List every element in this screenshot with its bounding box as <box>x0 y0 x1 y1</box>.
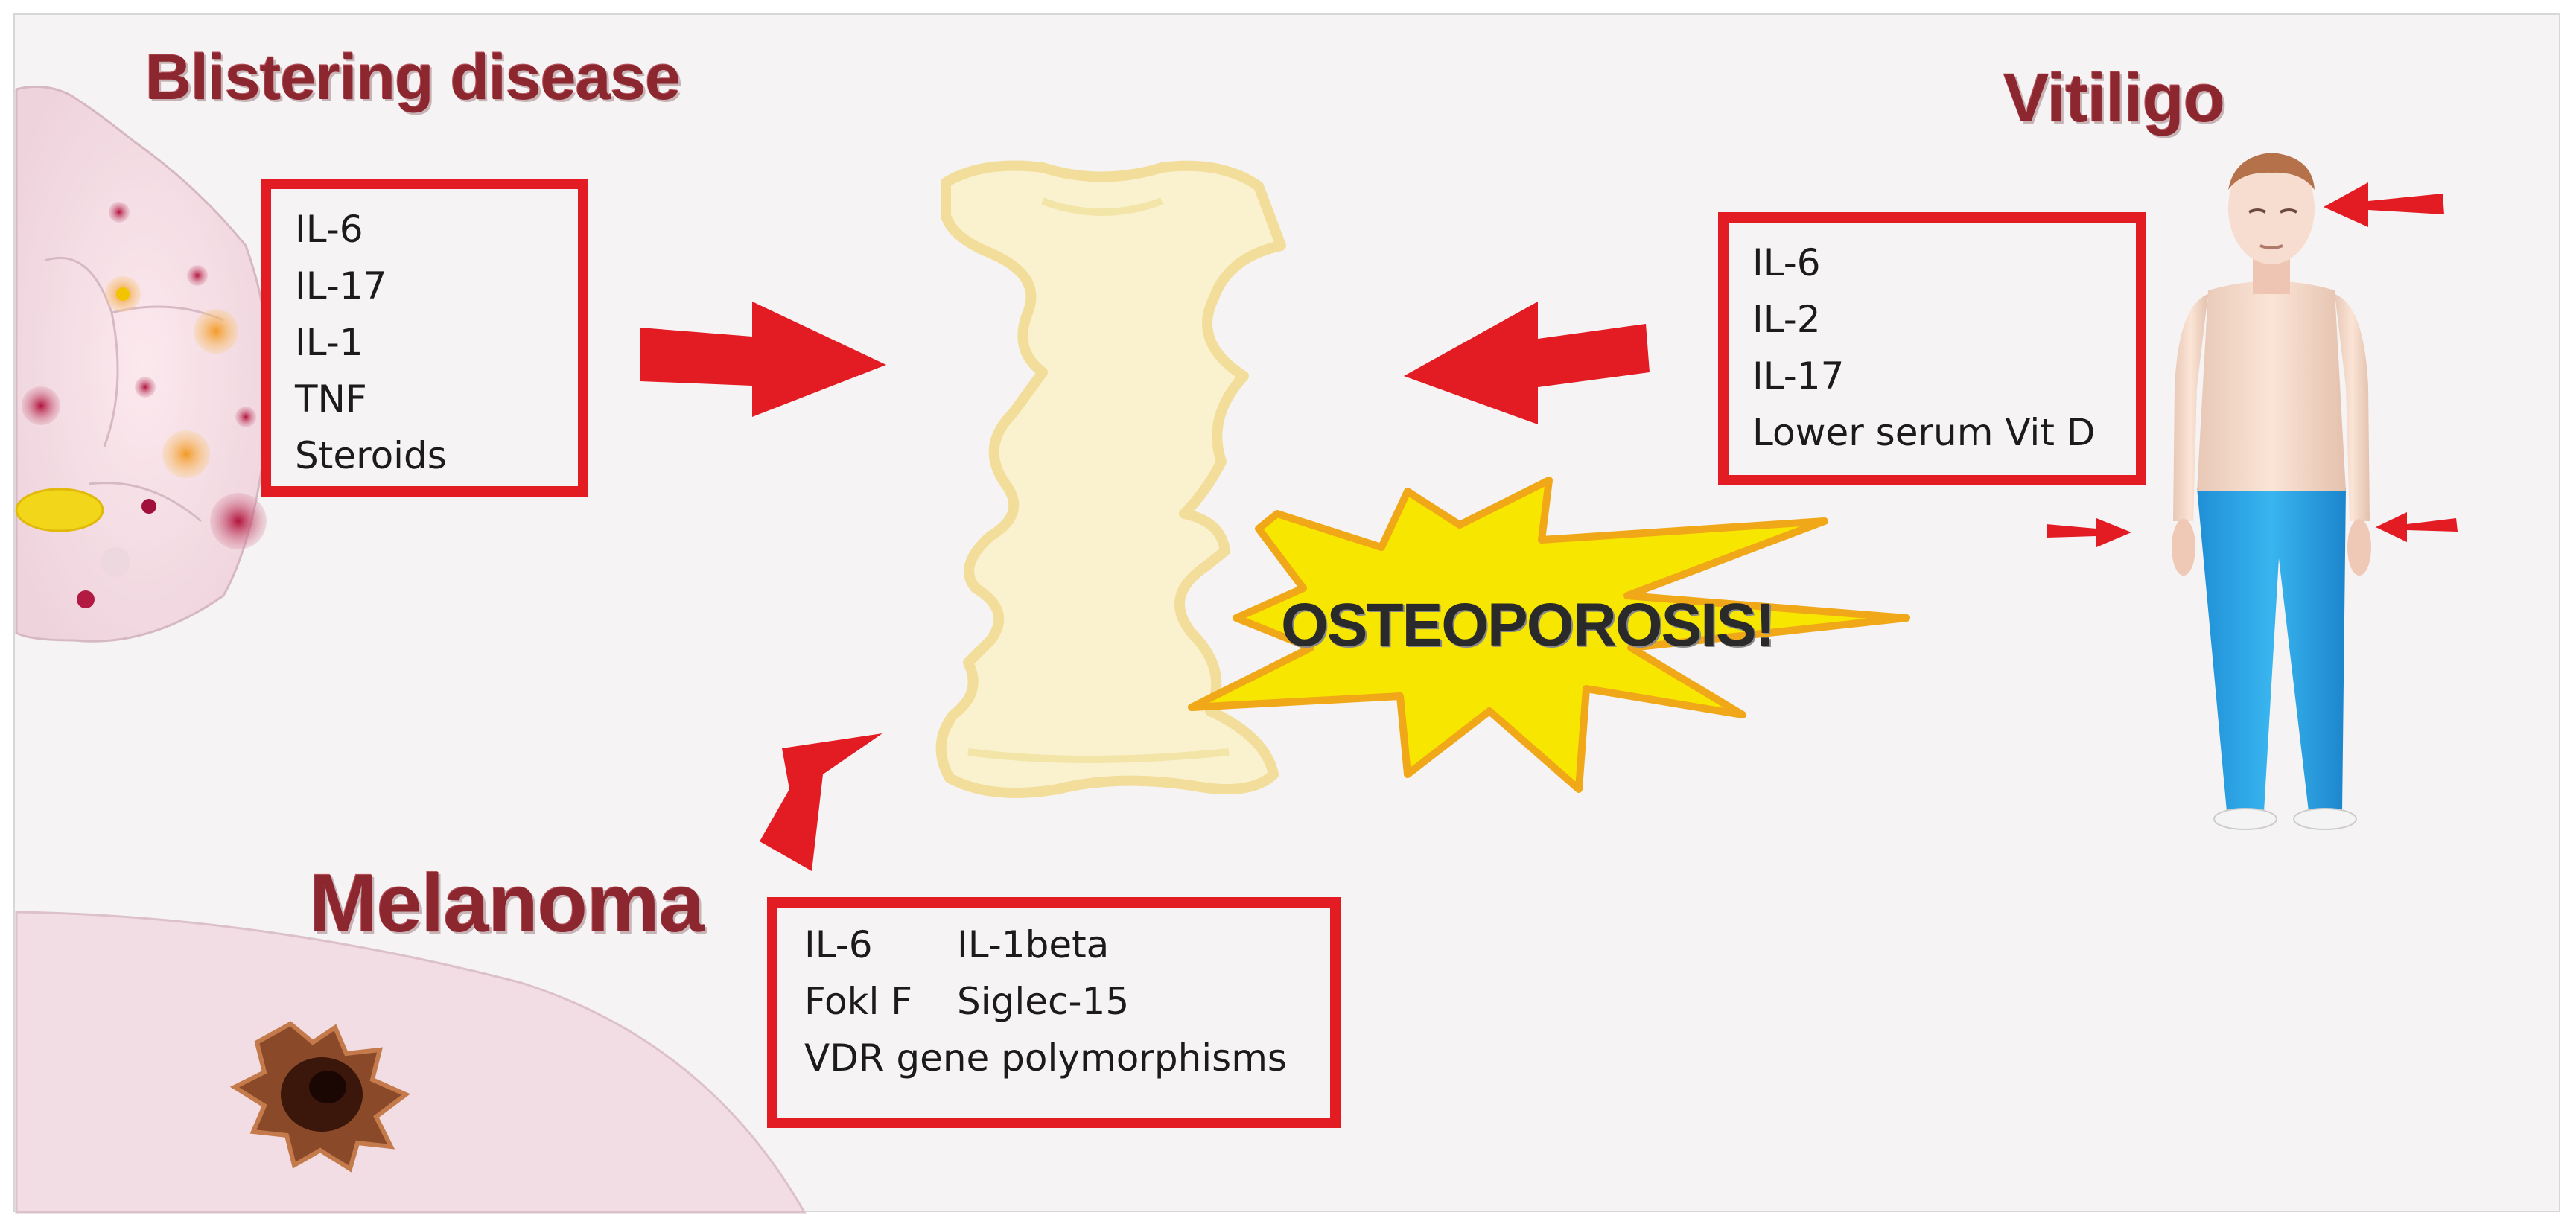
factor-item: TNF <box>295 377 367 421</box>
osteoporosis-label: OSTEOPOROSIS! <box>1281 591 1775 659</box>
factor-row: IL-6 IL-1beta <box>804 917 1330 973</box>
factor-item: Lower serum Vit D <box>1752 411 2096 454</box>
blistering-factor-box: IL-6 IL-17 IL-1 TNF Steroids <box>261 179 588 497</box>
melanoma-factor-box: IL-6 IL-1beta Fokl F Siglec-15 VDR gene … <box>767 897 1341 1128</box>
factor-item: IL-6 <box>295 208 363 251</box>
factor-item: VDR gene polymorphisms <box>804 1036 1287 1080</box>
vitiligo-title: Vitiligo <box>2003 60 2225 136</box>
factor-item: Steroids <box>295 434 447 477</box>
factor-item: IL-1beta <box>957 923 1110 966</box>
arrow-icon <box>640 182 2458 871</box>
blistering-disease-title: Blistering disease <box>145 42 681 113</box>
person-icon <box>2172 153 2371 830</box>
factor-item: IL-17 <box>1752 354 1845 398</box>
starburst-icon <box>1188 477 1910 793</box>
factor-row: VDR gene polymorphisms <box>804 1030 1330 1086</box>
factor-item: IL-17 <box>295 264 387 307</box>
melanoma-title: Melanoma <box>309 858 705 949</box>
factor-item: IL-2 <box>1752 298 1821 341</box>
factor-item: IL-1 <box>295 321 363 364</box>
factor-item: IL-6 <box>1752 241 1821 284</box>
melanoma-tissue-icon <box>15 911 807 1214</box>
bone-icon <box>935 160 1286 798</box>
factor-item: Fokl F <box>804 980 913 1023</box>
factor-item: Siglec-15 <box>957 980 1130 1023</box>
factor-row: Fokl F Siglec-15 <box>804 973 1330 1030</box>
skin-tissue-icon <box>15 85 271 643</box>
melanoma-lesion-icon <box>229 1021 410 1173</box>
vitiligo-factor-box: IL-6 IL-2 IL-17 Lower serum Vit D <box>1718 212 2146 485</box>
factor-item: IL-6 <box>804 923 873 966</box>
